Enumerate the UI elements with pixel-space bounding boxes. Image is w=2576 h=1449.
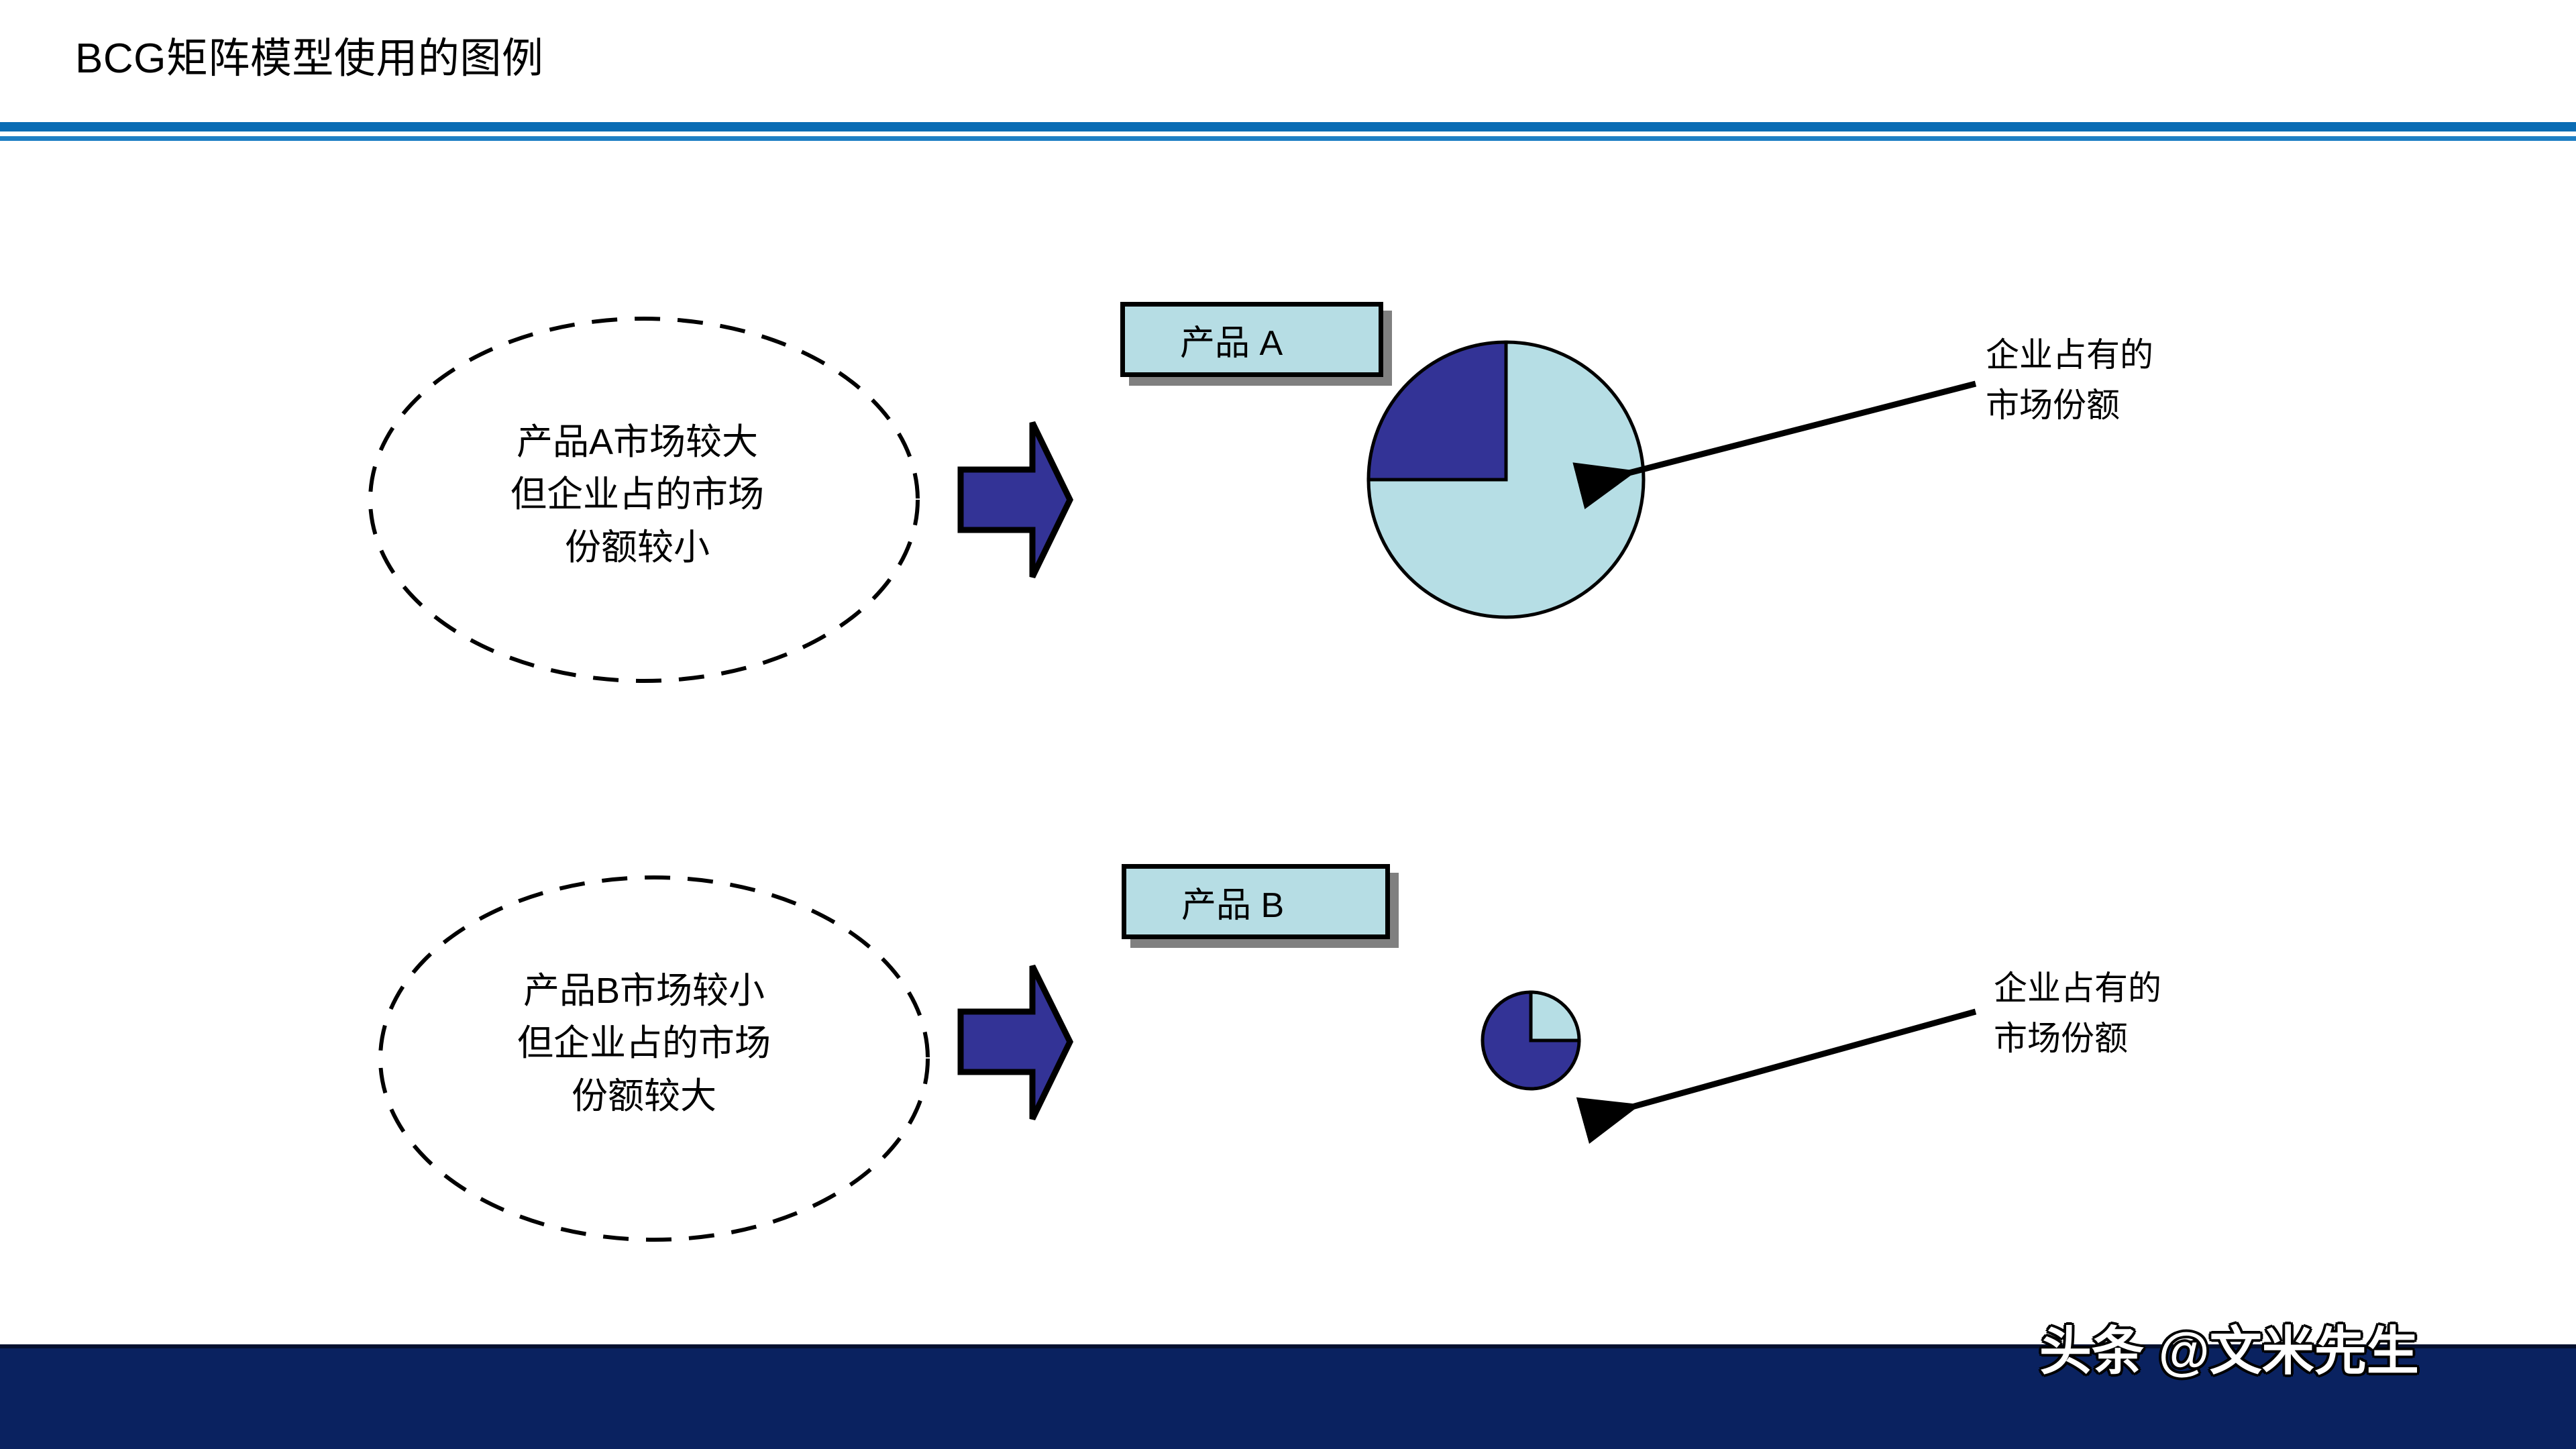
callout-text-product-b: 企业占有的 市场份额 [1994,969,2161,1057]
block-arrow-product-a [957,421,1074,578]
ellipse-label-product-b: 产品B市场较小 但企业占的市场 份额较大 [517,971,771,1116]
page-title: BCG矩阵模型使用的图例 [75,36,544,82]
leader-arrow-product-b [1576,1008,1977,1144]
header-divider-thin [0,136,2576,141]
product-a-label-text: 产品 A [1180,323,1283,363]
leader-arrow-product-a [1572,380,1977,510]
pie-b-slice-company-share [1481,990,1581,1091]
callout-text-product-a: 企业占有的 市场份额 [1986,336,2153,424]
product-b-label-text: 产品 B [1181,885,1285,925]
header-divider-gap [0,131,2576,136]
header-divider-thick [0,122,2576,131]
pie-a-slice-other [1366,340,1646,619]
ellipse-label-product-a: 产品A市场较大 但企业占的市场 份额较小 [511,422,764,568]
pie-b-slice-other [1529,990,1581,1042]
footer-top-edge [0,1344,2576,1349]
product-a-label-box[interactable]: 产品 A [1120,302,1383,377]
product-b-label-box[interactable]: 产品 B [1122,864,1390,939]
pie-a-slice-company-share [1366,340,1508,482]
watermark-text: 头条 @文米先生 [2039,1322,2419,1381]
footer-bar [0,1348,2576,1449]
block-arrow-product-b [957,965,1074,1120]
